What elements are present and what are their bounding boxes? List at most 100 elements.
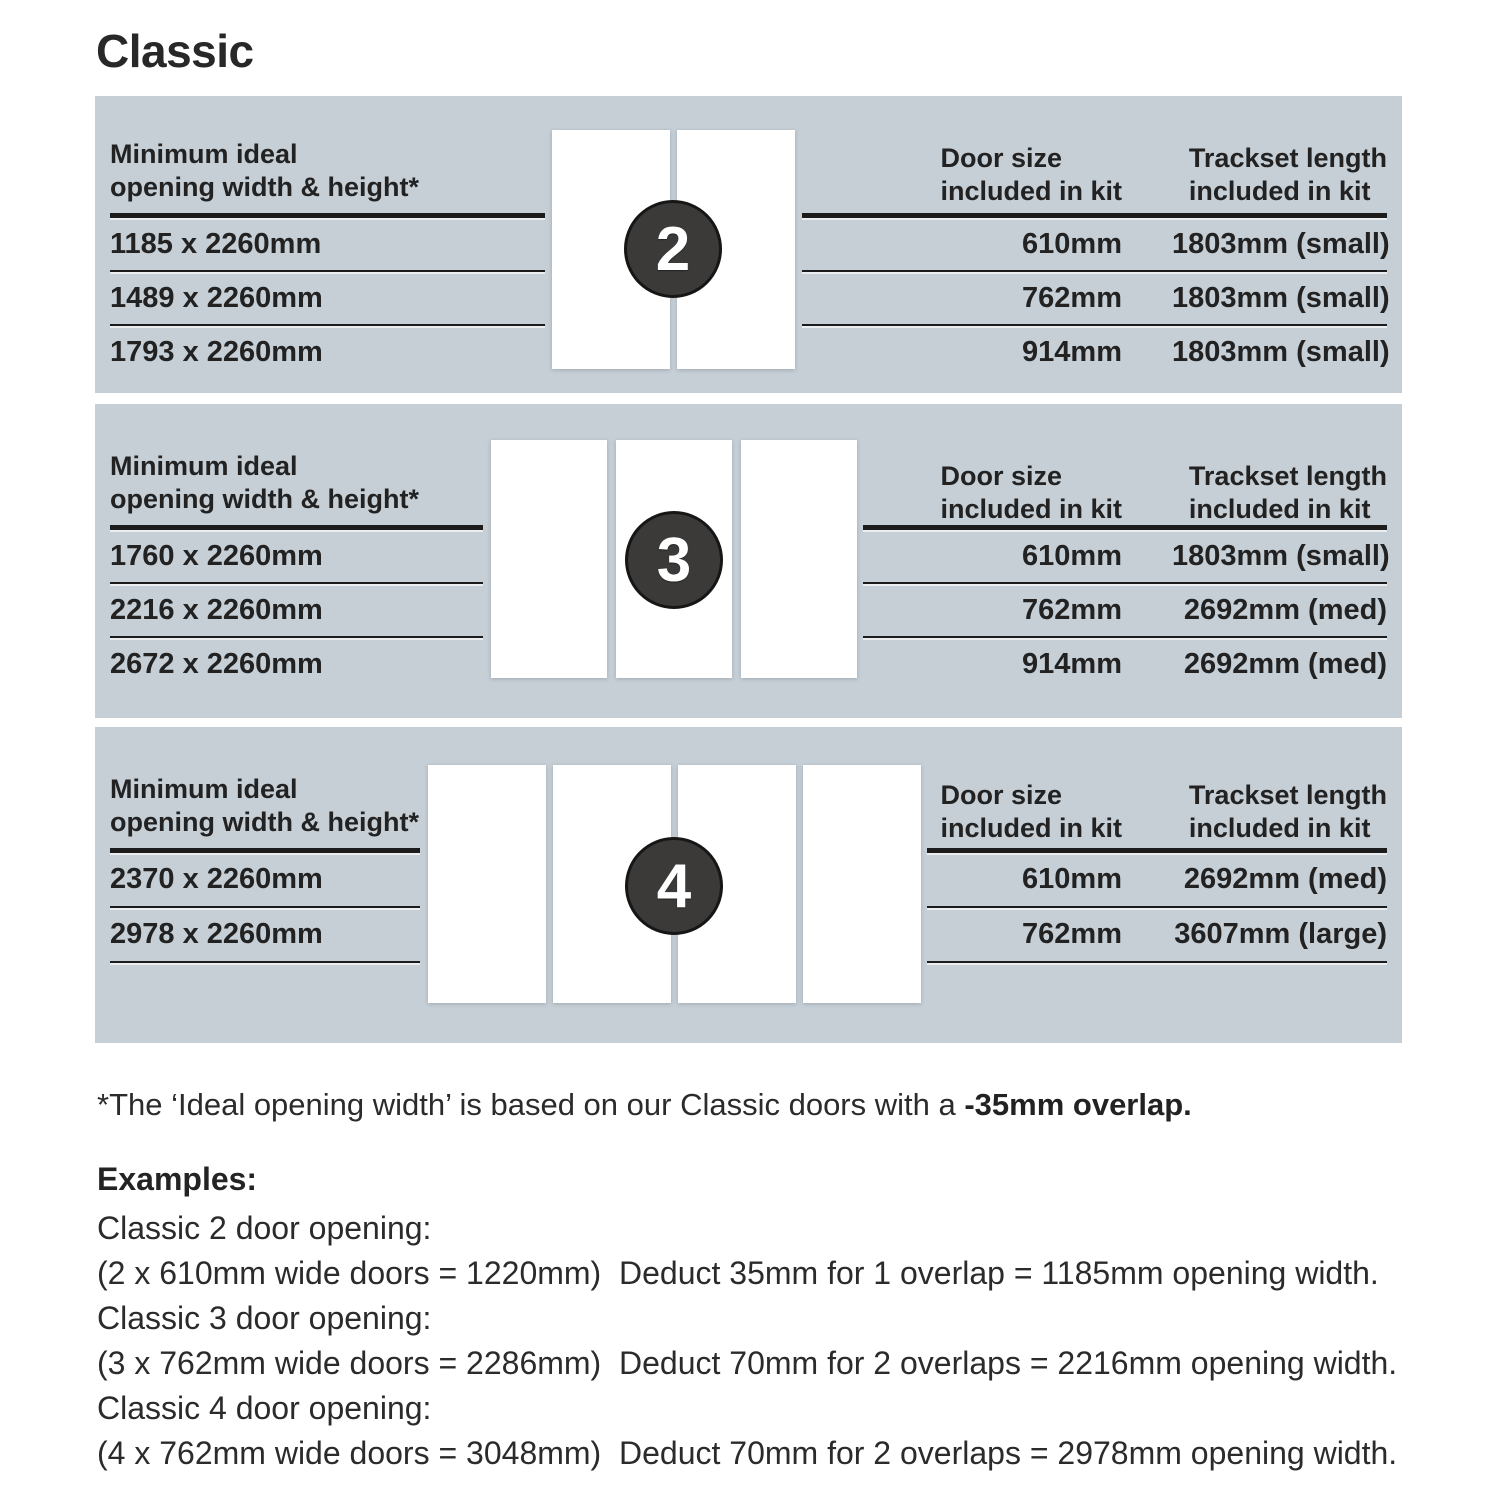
example-label: Classic 3 door opening: xyxy=(97,1300,432,1336)
kit-table-header: Door size included in kit Trackset lengt… xyxy=(802,142,1387,218)
door-size-header-cell: Door size included in kit xyxy=(927,779,1122,845)
table-row: 1185 x 2260mm xyxy=(110,218,545,272)
table-row: 914mm 1803mm (small) xyxy=(802,326,1390,378)
page-title: Classic xyxy=(96,25,254,77)
opening-size-value: 1793 x 2260mm xyxy=(110,335,323,368)
kit-table: Door size included in kit Trackset lengt… xyxy=(863,460,1390,690)
header-line: Trackset length xyxy=(1188,461,1387,491)
trackset-header-cell: Trackset length included in kit xyxy=(1172,142,1387,208)
panel-2-door: Minimum ideal opening width & height* 11… xyxy=(95,96,1402,393)
trackset-header: Trackset length included in kit xyxy=(1189,460,1387,526)
opening-size-value: 2672 x 2260mm xyxy=(110,647,323,680)
kit-table-header: Door size included in kit Trackset lengt… xyxy=(927,779,1387,853)
trackset-value: 2692mm (med) xyxy=(1183,863,1387,895)
trackset-value: 1803mm (small) xyxy=(1172,335,1390,368)
door-panel xyxy=(741,440,857,678)
opening-size-table: Minimum ideal opening width & height* 11… xyxy=(110,139,545,378)
example-detail: (4 x 762mm wide doors = 3048mm) Deduct 7… xyxy=(97,1435,1398,1471)
table-row: 762mm 2692mm (med) xyxy=(863,584,1387,638)
door-size-header: Door size included in kit xyxy=(940,142,1122,208)
example-detail: (2 x 610mm wide doors = 1220mm) Deduct 3… xyxy=(97,1255,1379,1291)
table-row: 1760 x 2260mm xyxy=(110,530,483,584)
trackset-header: Trackset length included in kit xyxy=(1189,779,1387,845)
kit-table: Door size included in kit Trackset lengt… xyxy=(927,779,1387,963)
opening-size-table: Minimum ideal opening width & height* 23… xyxy=(110,774,420,963)
table-row: 2370 x 2260mm xyxy=(110,853,420,908)
table-row: 762mm 1803mm (small) xyxy=(802,272,1390,326)
opening-size-value: 2978 x 2260mm xyxy=(110,918,323,950)
table-row: 610mm 2692mm (med) xyxy=(927,853,1387,908)
opening-size-value: 2370 x 2260mm xyxy=(110,863,323,895)
header-line: included in kit xyxy=(1188,813,1371,843)
door-count-badge: 2 xyxy=(624,200,722,298)
header-line: included in kit xyxy=(940,494,1122,524)
door-size-value: 914mm xyxy=(1022,335,1122,368)
opening-size-header: Minimum ideal opening width & height* xyxy=(110,139,545,218)
opening-size-value: 1760 x 2260mm xyxy=(110,539,323,572)
table-row: 610mm 1803mm (small) xyxy=(802,218,1390,272)
door-size-value: 762mm xyxy=(1022,281,1122,314)
table-row: 1489 x 2260mm xyxy=(110,272,545,326)
header-line: Minimum ideal xyxy=(110,774,298,804)
trackset-value: 2692mm (med) xyxy=(1183,647,1387,680)
footnote-bold: -35mm overlap. xyxy=(964,1087,1192,1122)
header-line: opening width & height* xyxy=(110,807,419,837)
door-size-value: 610mm xyxy=(1022,227,1122,260)
door-size-value: 610mm xyxy=(1022,539,1122,572)
door-size-header-cell: Door size included in kit xyxy=(863,460,1122,526)
table-row: 2672 x 2260mm xyxy=(110,638,483,690)
table-row: 914mm 2692mm (med) xyxy=(863,638,1387,690)
header-line: opening width & height* xyxy=(110,172,419,202)
opening-size-header: Minimum ideal opening width & height* xyxy=(110,451,483,530)
header-line: Door size xyxy=(940,780,1063,810)
trackset-value: 1803mm (small) xyxy=(1172,227,1390,260)
header-line: included in kit xyxy=(940,813,1122,843)
opening-size-value: 1185 x 2260mm xyxy=(110,227,322,260)
table-row: 2216 x 2260mm xyxy=(110,584,483,638)
example-label: Classic 2 door opening: xyxy=(97,1210,432,1246)
door-count-badge: 3 xyxy=(625,511,723,609)
trackset-value: 1803mm (small) xyxy=(1172,539,1390,572)
door-panel xyxy=(491,440,607,678)
door-panel xyxy=(803,765,921,1003)
panel-4-door: Minimum ideal opening width & height* 23… xyxy=(95,727,1402,1043)
opening-size-value: 2216 x 2260mm xyxy=(110,593,323,626)
door-diagram-4 xyxy=(428,765,921,1003)
table-row: 2978 x 2260mm xyxy=(110,908,420,963)
trackset-value: 1803mm (small) xyxy=(1172,281,1390,314)
door-size-header: Door size included in kit xyxy=(940,779,1122,845)
overlap-footnote: *The ‘Ideal opening width’ is based on o… xyxy=(97,1087,1192,1123)
trackset-header: Trackset length included in kit xyxy=(1189,142,1387,208)
header-line: Minimum ideal xyxy=(110,451,298,481)
door-size-value: 914mm xyxy=(1022,647,1122,680)
examples-heading: Examples: xyxy=(97,1161,258,1197)
header-line: Door size xyxy=(940,143,1063,173)
opening-size-table: Minimum ideal opening width & height* 17… xyxy=(110,451,483,690)
door-panel xyxy=(428,765,546,1003)
door-diagram-3 xyxy=(491,440,857,678)
door-count-badge: 4 xyxy=(625,837,723,935)
example-detail: (3 x 762mm wide doors = 2286mm) Deduct 7… xyxy=(97,1345,1398,1381)
header-line: Trackset length xyxy=(1188,780,1387,810)
trackset-header-cell: Trackset length included in kit xyxy=(1172,460,1387,526)
opening-size-header: Minimum ideal opening width & height* xyxy=(110,774,420,853)
header-line: included in kit xyxy=(1188,494,1371,524)
example-label: Classic 4 door opening: xyxy=(97,1390,432,1426)
footnote-text: *The ‘Ideal opening width’ is based on o… xyxy=(97,1087,965,1122)
table-row: 610mm 1803mm (small) xyxy=(863,530,1390,584)
table-row: 762mm 3607mm (large) xyxy=(927,908,1387,963)
door-size-value: 762mm xyxy=(1022,593,1122,626)
header-line: Trackset length xyxy=(1188,143,1387,173)
trackset-header-cell: Trackset length included in kit xyxy=(1172,779,1387,845)
table-row: 1793 x 2260mm xyxy=(110,326,545,378)
door-size-value: 762mm xyxy=(1022,918,1122,950)
header-line: opening width & height* xyxy=(110,484,419,514)
header-line: Door size xyxy=(940,461,1063,491)
header-line: included in kit xyxy=(940,176,1122,206)
door-size-header-cell: Door size included in kit xyxy=(802,142,1122,208)
trackset-value: 2692mm (med) xyxy=(1183,593,1387,626)
kit-table-header: Door size included in kit Trackset lengt… xyxy=(863,460,1387,530)
examples-list: Classic 2 door opening: (2 x 610mm wide … xyxy=(97,1206,1397,1476)
header-line: Minimum ideal xyxy=(110,139,298,169)
